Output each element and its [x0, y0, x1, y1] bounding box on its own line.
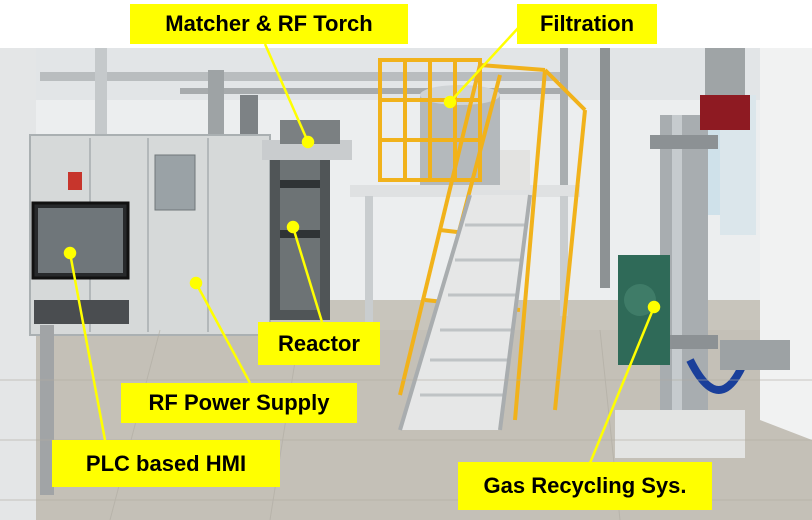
label-rf-power-supply: RF Power Supply [121, 383, 357, 423]
label-matcher-rf-torch: Matcher & RF Torch [130, 4, 408, 44]
label-gas-recycling: Gas Recycling Sys. [458, 462, 712, 510]
label-reactor: Reactor [258, 322, 380, 365]
label-plc-hmi: PLC based HMI [52, 440, 280, 487]
label-filtration: Filtration [517, 4, 657, 44]
